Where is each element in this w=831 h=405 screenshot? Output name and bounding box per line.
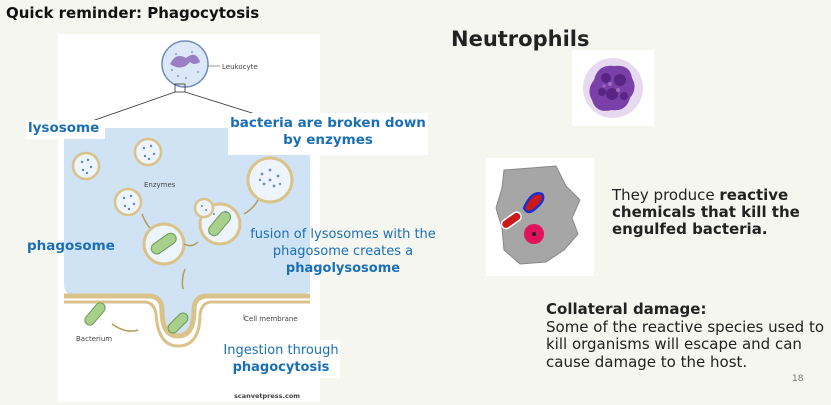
lysosome-2 bbox=[133, 137, 163, 167]
fusion-label: fusion of lysosomes with the phagosome c… bbox=[248, 226, 438, 277]
phagocytosis-diagram: Leukocyte Enzymes bbox=[64, 40, 310, 400]
lysosome-label: lysosome bbox=[26, 120, 106, 139]
digested-vacuole bbox=[246, 156, 294, 204]
collateral-damage-block: Collateral damage: Some of the reactive … bbox=[546, 300, 828, 371]
cell-membrane bbox=[64, 293, 310, 339]
phagolysosome bbox=[193, 197, 242, 246]
neutrophils-title: Neutrophils bbox=[451, 27, 590, 51]
fusion-label-text: fusion of lysosomes with the phagosome c… bbox=[250, 227, 436, 259]
lysosome-1 bbox=[71, 151, 101, 181]
figure-credit: scanvetpress.com bbox=[234, 392, 300, 400]
collateral-heading: Collateral damage: bbox=[546, 300, 707, 318]
bacteria-broken-down-label: bacteria are broken down by enzymes bbox=[228, 113, 428, 155]
cell-membrane-label: Cell membrane bbox=[244, 315, 298, 323]
leukocyte-icon bbox=[161, 40, 209, 88]
phagosome bbox=[142, 222, 186, 266]
phagosome-label: phagosome bbox=[27, 238, 115, 254]
enzymes-label: Enzymes bbox=[144, 181, 176, 189]
ingestion-label-text: Ingestion through bbox=[223, 343, 339, 358]
reactive-bold: reactive chemicals that kill the engulfe… bbox=[612, 186, 800, 238]
collateral-body: Some of the reactive species used to kil… bbox=[546, 317, 825, 371]
phagocytosis-figure: Leukocyte Enzymes bbox=[58, 34, 320, 402]
leukocyte-label: Leukocyte bbox=[222, 63, 258, 71]
ingestion-label: Ingestion through phagocytosis bbox=[222, 340, 340, 378]
reactive-chemicals-text: They produce reactive chemicals that kil… bbox=[612, 187, 824, 238]
phagolysosome-term: phagolysosome bbox=[285, 261, 401, 276]
neutrophil-micrograph bbox=[572, 50, 654, 126]
neutrophil-image bbox=[583, 58, 643, 118]
neutrophil-diagram bbox=[486, 158, 594, 276]
neutrophil-cartoon bbox=[495, 165, 581, 265]
slide-title: Quick reminder: Phagocytosis bbox=[6, 4, 260, 22]
reactive-prefix: They produce bbox=[612, 186, 715, 204]
bacterium-label: Bacterium bbox=[76, 335, 112, 343]
lysosome-3 bbox=[113, 187, 143, 217]
page-number: 18 bbox=[792, 374, 804, 384]
phagocytosis-term: phagocytosis bbox=[232, 360, 330, 375]
